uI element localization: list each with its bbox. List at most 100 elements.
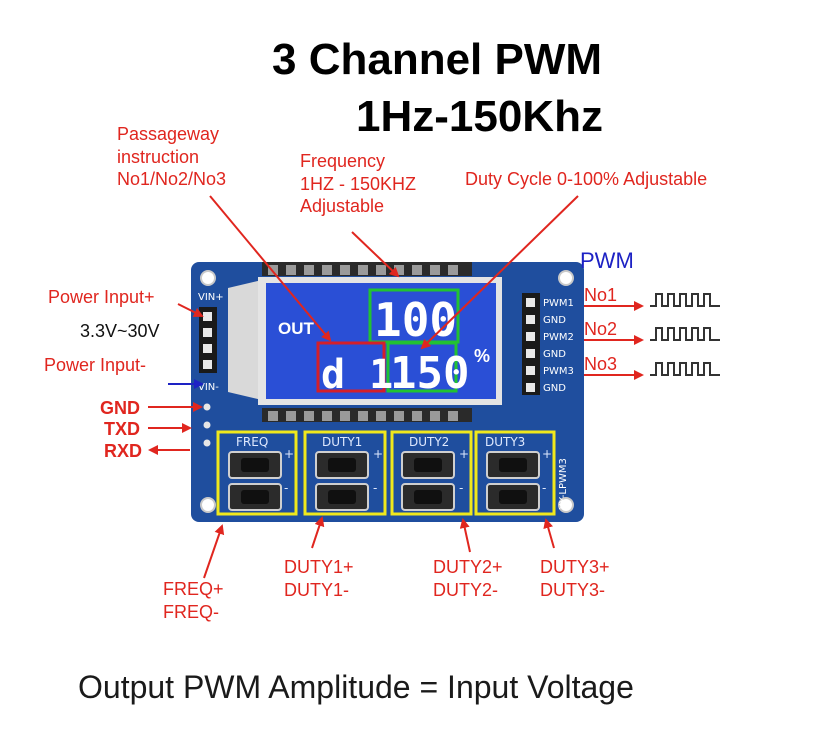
header-pin	[203, 328, 212, 337]
annotation-line: 1HZ - 150KHZ	[300, 173, 417, 194]
lcd-channel-highlight	[316, 341, 386, 393]
annotation-pwm: PWM	[580, 248, 634, 273]
button-group-label: FREQ	[236, 435, 268, 449]
button-cap	[328, 490, 356, 504]
annotation-line: Frequency	[300, 151, 386, 171]
header-pin	[203, 344, 212, 353]
annotation-line: instruction	[117, 146, 200, 167]
arrow-duty1-buttons	[311, 516, 325, 549]
button-group-duty2: DUTY2 + -	[390, 430, 473, 516]
annotation-line: DUTY3+	[540, 557, 610, 577]
button-cap	[414, 458, 442, 472]
header-pin	[203, 360, 212, 369]
annotation-no2: No2	[584, 319, 618, 339]
annotation-line: DUTY2-	[433, 579, 499, 600]
square-wave-icon	[650, 293, 720, 307]
title-line-2: 1Hz-150Khz	[356, 92, 603, 141]
rxd-pad	[203, 439, 211, 447]
mounting-hole	[558, 497, 574, 513]
arrow-power-plus	[177, 303, 204, 317]
header-pin	[526, 366, 535, 375]
button-cap	[328, 458, 356, 472]
button-cap	[499, 490, 527, 504]
pin-label-pwm3: PWM3	[543, 366, 574, 377]
annotation-line: DUTY1+	[284, 557, 354, 577]
lcd-top-pins	[262, 262, 472, 276]
footer-note: Output PWM Amplitude = Input Voltage	[78, 669, 634, 705]
lcd-bottom-value: 150	[390, 348, 469, 399]
vin-plus-label: VIN+	[198, 292, 224, 303]
annotation-duty3-buttons: DUTY3+ DUTY3-	[540, 556, 610, 601]
annotation-line: DUTY3-	[540, 579, 606, 600]
title-line-1: 3 Channel PWM	[272, 35, 603, 84]
annotation-line: No1/No2/No3	[117, 169, 227, 189]
board-model-label: XY-LPWM3	[558, 458, 569, 510]
gnd-pad	[203, 403, 211, 411]
button-group-freq: FREQ + -	[216, 430, 298, 516]
annotation-line: FREQ+	[163, 579, 224, 599]
button-cap	[241, 458, 269, 472]
plus-sign: +	[284, 447, 294, 461]
annotation-gnd: GND	[100, 398, 140, 418]
header-pin	[203, 312, 212, 321]
annotation-rxd: RXD	[104, 441, 143, 461]
annotation-txd: TXD	[104, 419, 140, 439]
arrow-duty2-buttons	[459, 518, 471, 553]
plus-sign: +	[373, 447, 383, 461]
button-group-duty1: DUTY1 + -	[303, 430, 387, 516]
minus-sign: -	[373, 481, 377, 495]
lcd-backlight-tab	[228, 280, 262, 400]
button-cap	[499, 458, 527, 472]
button-group-label: DUTY2	[409, 435, 449, 449]
header-pin	[526, 383, 535, 392]
annotation-duty2-buttons: DUTY2+ DUTY2-	[433, 556, 503, 601]
minus-sign: -	[284, 481, 288, 495]
minus-sign: -	[459, 481, 463, 495]
annotation-voltage-range: 3.3V~30V	[80, 321, 160, 341]
annotation-power-input-plus: Power Input+	[48, 287, 155, 307]
lcd-channel-glyph: d 1	[321, 352, 393, 398]
annotation-no3: No3	[584, 354, 618, 374]
arrow-freq-buttons	[203, 524, 225, 579]
mounting-hole	[200, 270, 216, 286]
button-cap	[414, 490, 442, 504]
pin-label-pwm1: PWM1	[543, 298, 574, 309]
minus-sign: -	[542, 481, 546, 495]
header-pin	[526, 298, 535, 307]
square-wave-icon	[650, 327, 720, 341]
annotation-passageway: Passageway instruction No1/No2/No3	[117, 123, 226, 191]
annotation-line: Adjustable	[300, 196, 385, 216]
pin-label-gnd: GND	[543, 349, 566, 360]
header-pin	[526, 332, 535, 341]
annotation-freq-buttons: FREQ+ FREQ-	[163, 578, 224, 623]
arrow-passageway	[209, 195, 332, 342]
button-group-duty3: DUTY3 + -	[474, 430, 556, 516]
annotation-duty-cycle: Duty Cycle 0-100% Adjustable	[465, 169, 708, 189]
button-cap	[241, 490, 269, 504]
plus-sign: +	[542, 447, 552, 461]
vin-header	[199, 307, 217, 373]
button-group-label: DUTY1	[322, 435, 362, 449]
annotation-no1: No1	[584, 285, 618, 305]
arrow-duty-cycle	[420, 195, 579, 350]
vin-minus-label: VIN-	[198, 382, 219, 393]
arrow-frequency	[351, 231, 400, 278]
annotation-duty1-buttons: DUTY1+ DUTY1-	[284, 556, 354, 601]
txd-pad	[203, 421, 211, 429]
annotation-line: DUTY2+	[433, 557, 503, 577]
pin-label-gnd: GND	[543, 315, 566, 326]
lcd-out-label: OUT	[278, 319, 315, 338]
square-wave-icon	[650, 362, 720, 376]
arrow-duty3-buttons	[543, 518, 555, 549]
mounting-hole	[200, 497, 216, 513]
header-pin	[526, 315, 535, 324]
lcd-bottom-pins	[262, 408, 472, 422]
annotation-frequency: Frequency 1HZ - 150KHZ Adjustable	[300, 150, 416, 218]
annotation-line: FREQ-	[163, 601, 219, 622]
pin-label-pwm2: PWM2	[543, 332, 574, 343]
plus-sign: +	[459, 447, 469, 461]
mounting-hole	[558, 270, 574, 286]
button-group-label: DUTY3	[485, 435, 525, 449]
